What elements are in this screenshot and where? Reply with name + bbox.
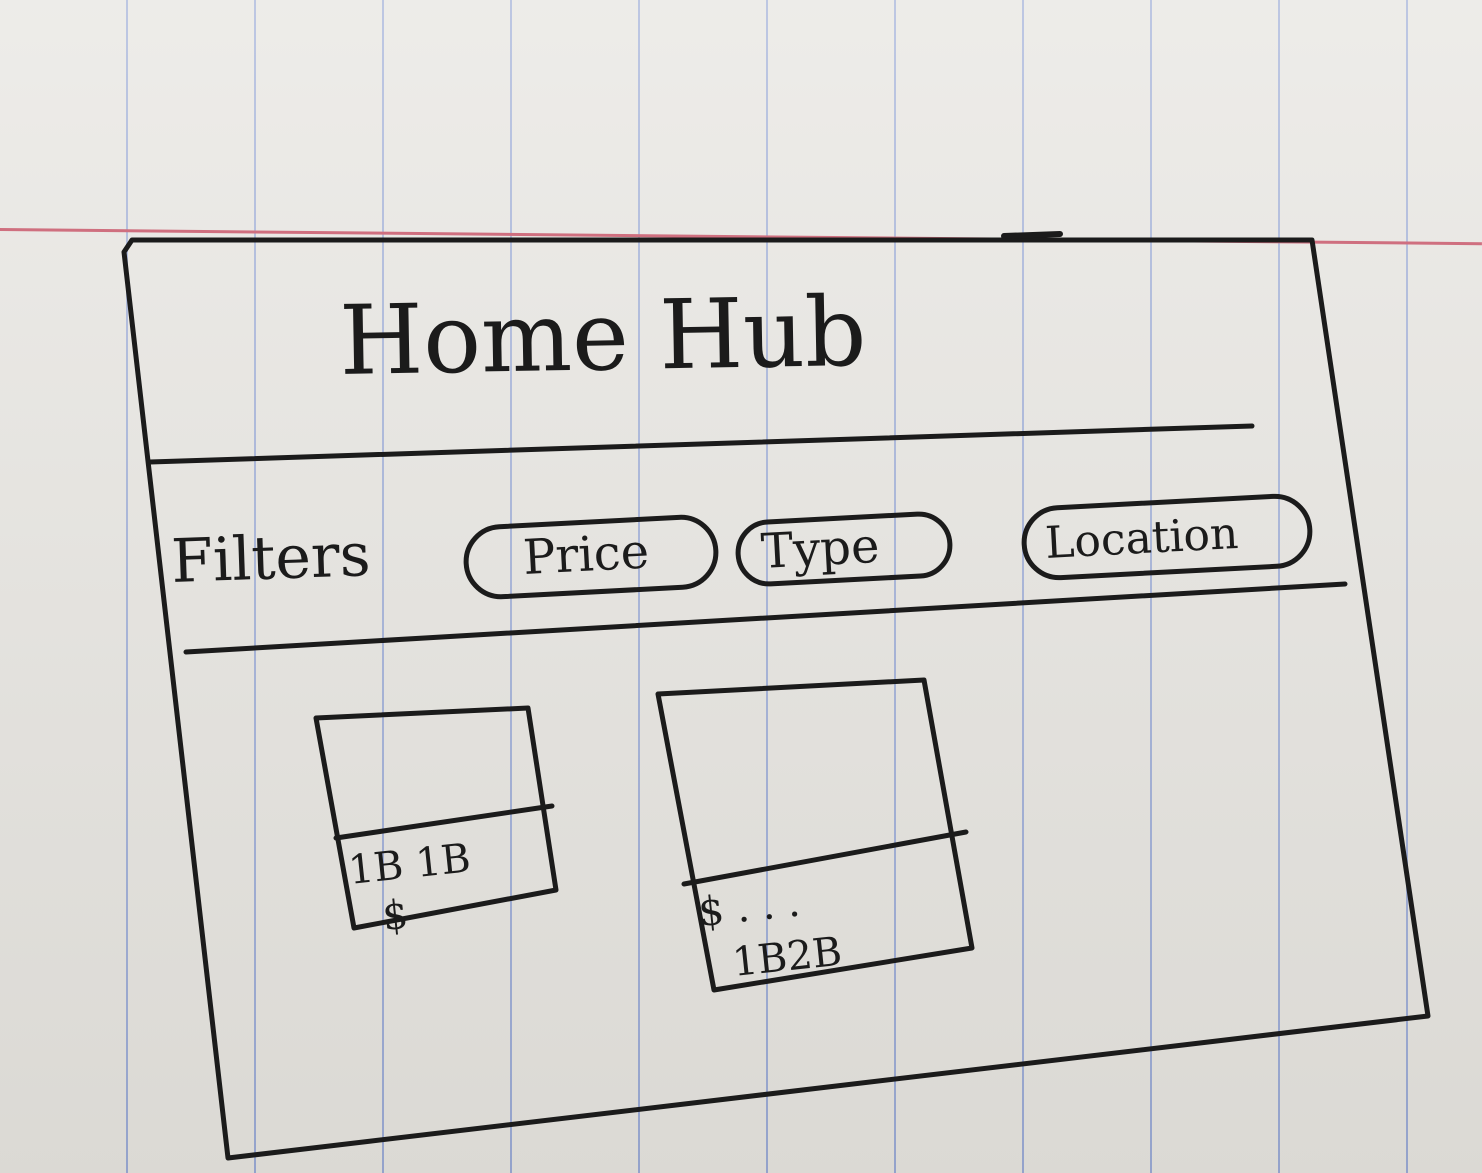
type-filter-chip[interactable] [735,511,953,587]
top-edge-tick [1001,231,1063,239]
price-filter-chip[interactable] [463,514,719,600]
filters-label: Filters [170,520,371,597]
type-filter-label: Type [760,518,881,580]
listing-card-1[interactable] [313,705,559,931]
header-divider [147,423,1255,465]
app-window-frame [121,237,1431,1161]
listing-card-2[interactable] [655,677,975,993]
listing-1-beds-baths: 1B 1B [346,835,473,894]
app-title: Home Hub [338,276,867,397]
listing-card-2-image-divider [681,829,969,887]
listing-2-price: $ . . . [696,880,802,936]
listing-2-beds-baths: 1B2B [730,929,844,986]
location-filter-chip[interactable] [1021,493,1313,581]
listing-card-1-image-divider [333,803,555,841]
price-filter-label: Price [522,523,651,586]
location-filter-label: Location [1044,508,1240,569]
listing-1-price: $ [380,892,410,940]
filter-bar-divider [183,581,1348,655]
